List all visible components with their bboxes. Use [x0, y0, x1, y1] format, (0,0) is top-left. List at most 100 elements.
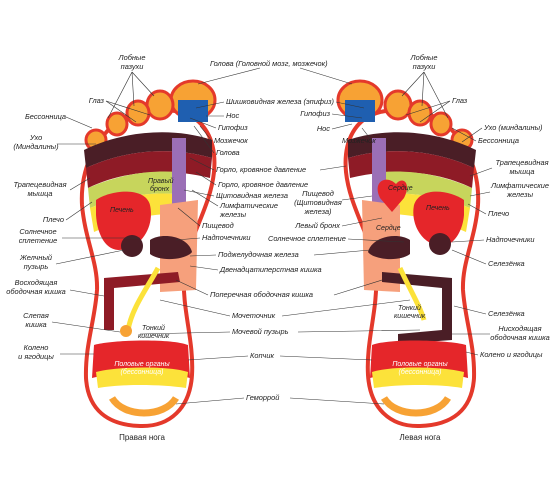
right-genitals-label-2: (бессонница)	[121, 368, 164, 376]
left-toe-3	[407, 99, 433, 127]
right-small-intestine-label-2: кишечник	[138, 333, 170, 340]
label-bladder: Мочевой пузырь	[232, 327, 289, 336]
label-lymph-center-2: железы	[219, 210, 247, 219]
label-frontal-sinus-right-1: Лобные	[410, 53, 438, 62]
label-throat-2: Горло, кровяное давление	[218, 180, 308, 189]
label-pituitary-right: Гипофиз	[300, 109, 330, 118]
label-gallbladder-1: Желчный	[19, 253, 52, 262]
label-descending-colon-1: Нисходящая	[498, 324, 541, 333]
label-trapezius-left-2: мышца	[27, 189, 52, 198]
label-head-center: Голова	[216, 148, 240, 157]
label-thyroid: Щитовидная железа	[216, 191, 288, 200]
label-descending-colon-2: ободочная кишка	[490, 333, 550, 342]
right-dark-kidney	[150, 236, 192, 260]
right-small-intestine-label-1: Тонкий	[142, 324, 165, 332]
label-lymph-right-2: железы	[506, 190, 534, 199]
label-coccyx: Копчик	[250, 351, 274, 360]
left-toe-big-blue	[345, 100, 375, 122]
left-heart	[377, 179, 407, 212]
label-ear-left-1: Ухо	[29, 133, 42, 142]
left-toe-4	[429, 111, 453, 137]
left-liver-label: Печень	[426, 205, 450, 212]
label-trapezius-right-1: Трапецевидная	[495, 158, 548, 167]
left-small-intestine-label-1: Тонкий	[398, 304, 421, 312]
left-ureter	[397, 266, 427, 321]
label-duodenum: Двенадцатиперстная кишка	[219, 265, 322, 274]
label-trapezius-left-1: Трапецевидная	[13, 180, 66, 189]
label-frontal-sinus-right-2: пазухи	[413, 62, 436, 71]
label-esophagus-right-1: Пищевод	[302, 189, 334, 198]
label-nose-center: Нос	[226, 111, 239, 120]
label-ear-right: Ухо (миндалины)	[483, 123, 543, 132]
left-liver	[413, 191, 464, 246]
label-ear-left-2: (Миндалины)	[13, 142, 59, 151]
right-heel-yellow	[96, 367, 188, 388]
label-pituitary-center: Гипофиз	[218, 123, 248, 132]
label-knee-left-2: и ягодицы	[18, 352, 54, 361]
right-foot-title: Правая нога	[119, 433, 165, 442]
label-shoulder-right: Плечо	[488, 209, 509, 218]
left-heel-arc	[381, 395, 451, 417]
right-heel-arc	[109, 395, 179, 417]
label-trapezius-right-2: мышца	[509, 167, 534, 176]
right-cecum	[120, 325, 132, 337]
label-solar-plexus-right: Солнечное сплетение	[268, 234, 346, 243]
right-liver	[96, 191, 151, 250]
right-toe-2	[145, 89, 175, 121]
label-eye-right: Глаз	[452, 96, 468, 105]
label-ascending-colon-2: ободочная кишка	[6, 287, 66, 296]
label-cerebellum-right: Мозжечок	[342, 136, 376, 145]
label-pineal: Шишковидная железа (эпифиз)	[226, 97, 335, 106]
left-heel-yellow	[372, 367, 464, 388]
left-dark-spleen	[429, 233, 451, 255]
label-knee-right: Колено и ягодицы	[480, 350, 543, 359]
label-frontal-sinus-left-1: Лобные	[118, 53, 146, 62]
left-genitals-label-1: Половые органы	[392, 361, 448, 368]
left-genitals-label-2: (бессонница)	[399, 368, 442, 376]
right-foot: Печень Правый бронх Тонкий кишечник Поло…	[79, 79, 217, 442]
label-eye-left: Глаз	[89, 96, 105, 105]
label-insomnia-right: Бессонница	[478, 136, 519, 145]
label-nose-right: Нос	[317, 124, 330, 133]
right-bronchus-label-1: Правый	[148, 177, 174, 185]
right-liver-label: Печень	[110, 207, 134, 214]
label-cerebellum-center: Мозжечок	[214, 136, 248, 145]
label-knee-left-1: Колено	[24, 343, 49, 352]
label-shoulder-left: Плечо	[43, 215, 64, 224]
label-left-bronchus: Левый бронх	[294, 221, 340, 230]
left-small-intestine-label-2: кишечник	[394, 313, 426, 320]
label-lymph-right-1: Лимфатические	[490, 181, 549, 190]
label-spleen-right-1: Селезёнка	[488, 259, 525, 268]
label-solar-plexus-left-1: Солнечное	[19, 227, 56, 236]
right-ureter	[125, 266, 161, 331]
label-adrenal-right: Надпочечники	[486, 235, 535, 244]
label-esophagus-right-3: железа)	[303, 207, 332, 216]
label-ascending-colon-1: Восходящая	[15, 278, 58, 287]
right-toe-4	[105, 111, 129, 137]
right-toe-big-blue	[178, 100, 208, 122]
right-bronchus-label-2: бронх	[150, 185, 170, 193]
label-esophagus-center: Пищевод	[202, 221, 234, 230]
right-toe-3	[125, 99, 151, 127]
right-dark-gallbladder	[121, 235, 143, 257]
label-lymph-center-1: Лимфатические	[219, 201, 278, 210]
label-spleen-right-2: Селезёнка	[488, 309, 525, 318]
left-heart-label-2: Сердце	[376, 224, 401, 232]
label-esophagus-right-2: (Щитовидная	[294, 198, 342, 207]
left-intestine-frame	[382, 272, 452, 344]
label-cecum-1: Слепая	[23, 311, 49, 320]
right-purple-column	[172, 138, 186, 208]
left-foot: Печень Сердце Сердце Тонкий кишечник Пол…	[336, 79, 481, 442]
label-solar-plexus-left-2: сплетение	[19, 236, 58, 245]
label-frontal-sinus-left-2: пазухи	[121, 62, 144, 71]
label-adrenal-center: Надпочечники	[202, 233, 251, 242]
left-foot-title: Левая нога	[400, 433, 441, 442]
label-head-brain: Голова (Головной мозг, мозжечок)	[210, 59, 328, 68]
label-hemorrhoids: Геморрой	[246, 393, 279, 402]
label-ureter: Мочеточник	[232, 311, 276, 320]
label-insomnia-left: Бессонница	[25, 112, 66, 121]
label-throat-1: Горло, кровяное давление	[216, 165, 306, 174]
label-cecum-2: кишка	[25, 320, 46, 329]
left-heart-label-1: Сердце	[388, 184, 413, 192]
